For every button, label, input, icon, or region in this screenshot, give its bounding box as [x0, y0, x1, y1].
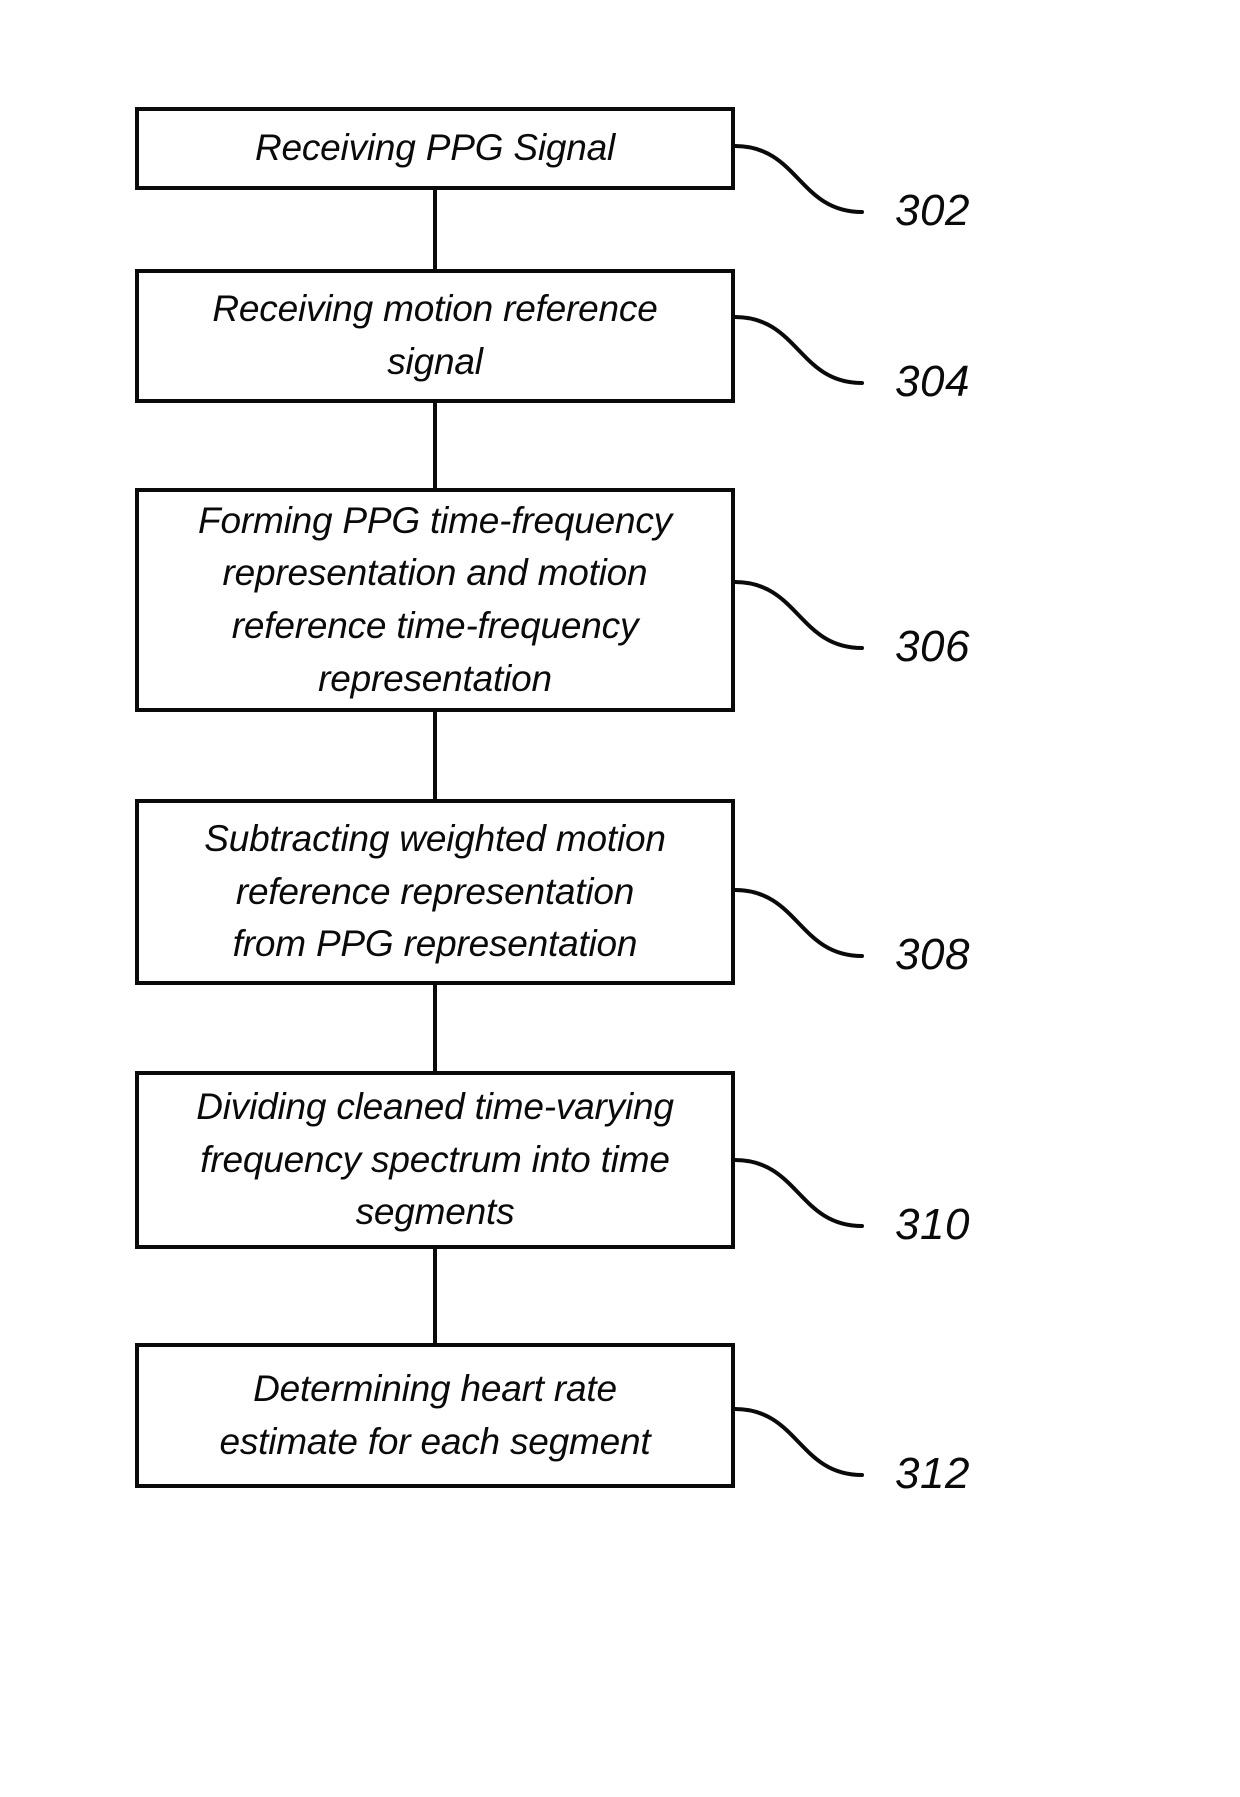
reference-number-302: 302: [895, 186, 970, 235]
reference-number-308: 308: [895, 930, 970, 979]
process-box-label: Dividing cleaned time-varying frequency …: [196, 1086, 674, 1233]
leader-line-304: [733, 315, 864, 385]
process-box-306: Forming PPG time-frequency representatio…: [135, 488, 735, 712]
leader-line-310: [733, 1158, 864, 1228]
reference-number-306: 306: [895, 622, 970, 671]
reference-number-310: 310: [895, 1200, 970, 1249]
process-box-label: Receiving PPG Signal: [254, 127, 616, 169]
process-box-304: Receiving motion reference signal: [135, 269, 735, 403]
leader-line-312: [733, 1407, 864, 1477]
reference-number-312: 312: [895, 1449, 970, 1498]
leader-line-302: [733, 144, 864, 214]
process-box-308: Subtracting weighted motion reference re…: [135, 799, 735, 985]
process-box-label: Determining heart rate estimate for each…: [219, 1367, 651, 1462]
leader-line-layer: [733, 144, 864, 1477]
process-box-label: Subtracting weighted motion reference re…: [204, 818, 666, 965]
process-box-label: Forming PPG time-frequency representatio…: [198, 499, 672, 699]
leader-line-308: [733, 888, 864, 958]
leader-line-306: [733, 580, 864, 650]
reference-number-304: 304: [895, 357, 970, 406]
process-box-302: Receiving PPG Signal: [135, 107, 735, 190]
process-box-label: Receiving motion reference signal: [212, 288, 658, 382]
process-box-310: Dividing cleaned time-varying frequency …: [135, 1071, 735, 1249]
process-box-312: Determining heart rate estimate for each…: [135, 1343, 735, 1488]
